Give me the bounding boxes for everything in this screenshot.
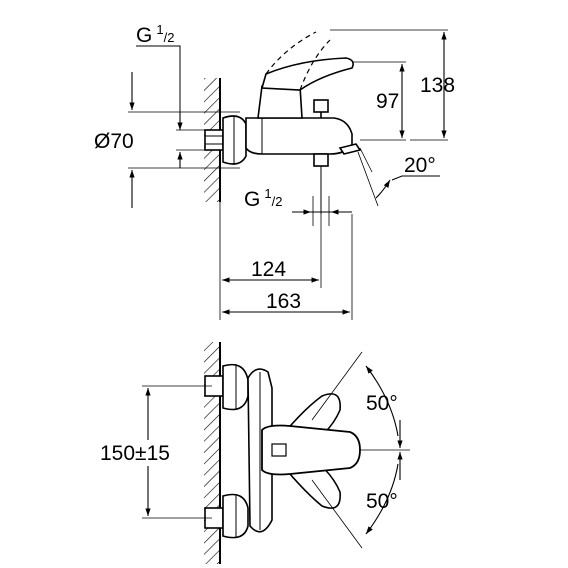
side-dimensions [128,29,448,320]
height-138-label: 138 [420,74,455,97]
depth-124-label: 124 [251,258,286,281]
wall-nut [204,129,224,151]
diverter-knob [313,99,329,113]
depth-163-label: 163 [266,290,301,313]
lever-side [260,57,354,91]
handle-indicator [271,443,287,457]
shower-outlet [313,153,329,167]
angle-50-lower-label: 50° [366,490,398,513]
front-view [204,342,361,564]
front-labels: 150±15 50° 50° [100,392,398,513]
side-view [204,31,362,214]
angle-20-label: 20° [404,154,436,177]
centers-label: 150±15 [100,442,170,465]
height-97-label: 97 [376,90,399,113]
angle-50-upper-label: 50° [366,392,398,415]
spout-outlet [338,143,362,155]
front-dimensions [142,351,410,549]
diameter-label: Ø70 [94,130,134,153]
